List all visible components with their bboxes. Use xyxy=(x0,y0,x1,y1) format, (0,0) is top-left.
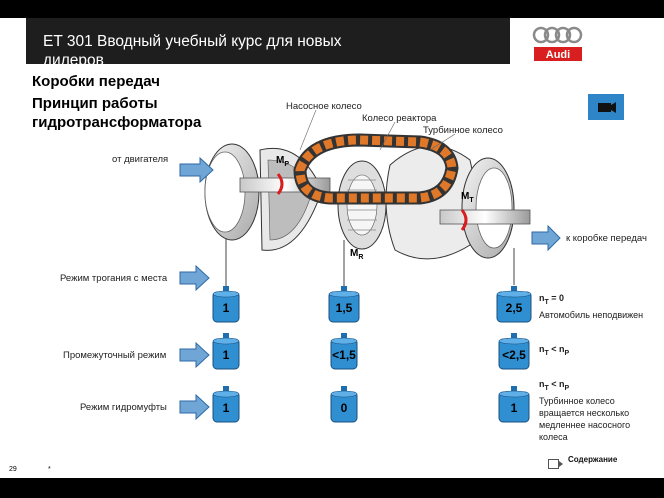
note-stall: nT = 0 Автомобиль неподвижен xyxy=(539,293,644,320)
gauge-turbine-mode3: 1 xyxy=(498,386,530,423)
mode1-arrow xyxy=(179,264,210,292)
mr-label: MR xyxy=(350,248,363,261)
mode3-arrow xyxy=(179,393,210,421)
brand-text: Audi xyxy=(546,49,570,61)
mode-label-coupling: Режим гидромуфты xyxy=(80,402,167,413)
to-gearbox-label: к коробке передач xyxy=(566,233,647,244)
page-number: 29 xyxy=(9,466,17,473)
contents-button[interactable] xyxy=(548,456,564,469)
pump-wheel-label: Насосное колесо xyxy=(286,101,362,112)
mode-label-startup: Режим трогания с места xyxy=(60,273,168,284)
to-gearbox-arrow xyxy=(531,224,561,252)
gauge-turbine-mode2: <2,5 xyxy=(498,333,530,370)
gauge-value: 0 xyxy=(341,401,348,415)
turbine-wheel-label: Турбинное колесо xyxy=(423,125,503,136)
footer-marker: * xyxy=(48,466,51,473)
reactor-wheel-label: Колесо реактора xyxy=(362,113,437,124)
gauge-value: 1 xyxy=(223,301,230,315)
section-subtitle: Принцип работы гидротрансформатора xyxy=(32,95,202,131)
gauge-pump-mode2: 1 xyxy=(212,333,240,370)
gauge-pump-mode1: 1 xyxy=(212,286,240,323)
video-button[interactable] xyxy=(588,94,624,120)
gauge-value: 1 xyxy=(223,348,230,362)
note-intermediate: nT < nP xyxy=(539,344,570,357)
course-title: ET 301 Вводный учебный курс для новых ди… xyxy=(43,33,342,64)
from-engine-arrow xyxy=(179,156,214,184)
fluid-flow-loop xyxy=(293,133,459,205)
gauge-value: 1 xyxy=(223,401,230,415)
camera-icon xyxy=(598,102,616,113)
mt-label: MT xyxy=(461,191,474,204)
from-engine-label: от двигателя xyxy=(112,154,169,165)
note-coupling: nT < nP Турбинное колесо вращается неско… xyxy=(539,379,631,442)
pump-rotation-arrow xyxy=(276,173,284,195)
reactor-wheel-graphic xyxy=(337,160,387,250)
gauge-value: 1,5 xyxy=(336,301,353,315)
mode2-arrow xyxy=(179,341,210,369)
gauge-value: 1 xyxy=(511,401,518,415)
mp-label: MP xyxy=(276,155,289,168)
contents-link[interactable]: Содержание xyxy=(568,455,618,464)
mode-label-intermediate: Промежуточный режим xyxy=(63,350,167,361)
turbine-rotation-arrow xyxy=(460,209,468,231)
gauge-reactor-mode3: 0 xyxy=(330,386,358,423)
torque-gauges: 1 1,5 2,5 1 <1,5 <2,5 1 0 1 xyxy=(212,286,532,423)
gauge-pump-mode3: 1 xyxy=(212,386,240,423)
top-bar xyxy=(0,0,664,18)
audi-logo: Audi xyxy=(528,24,588,64)
section-title: Коробки передач xyxy=(32,73,160,90)
leader-lines xyxy=(299,109,456,151)
output-shaft xyxy=(439,209,531,225)
bottom-bar xyxy=(0,478,664,498)
gauge-value: <1,5 xyxy=(332,348,356,362)
gauge-turbine-mode1: 2,5 xyxy=(496,286,532,323)
gauge-value: 2,5 xyxy=(506,301,523,315)
gauge-value: <2,5 xyxy=(502,348,526,362)
gauge-reactor-mode2: <1,5 xyxy=(330,333,358,370)
gauge-reactor-mode1: 1,5 xyxy=(328,286,360,323)
title-bar: ET 301 Вводный учебный курс для новых ди… xyxy=(26,18,510,64)
contents-icon xyxy=(548,459,563,469)
